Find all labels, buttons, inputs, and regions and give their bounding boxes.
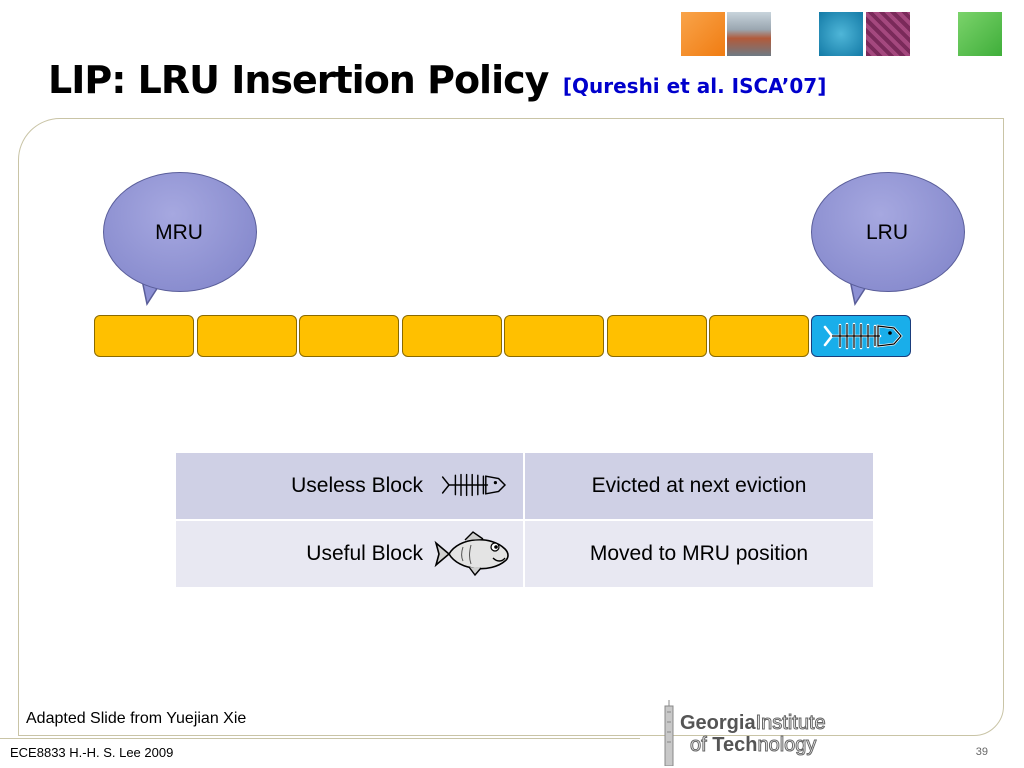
logo-word-institute: Institute (755, 712, 826, 735)
logo-line-2: of Technology (689, 734, 817, 757)
useful-block-action: Moved to MRU position (524, 520, 873, 587)
logo-tower-mark (664, 700, 674, 766)
decor-photo-campus (727, 12, 771, 56)
cache-block (299, 315, 399, 357)
cache-block-lru (811, 315, 911, 357)
fish-icon (434, 531, 509, 577)
content-panel (18, 118, 1004, 736)
slide-title-row: LIP: LRU Insertion Policy [Qureshi et al… (48, 58, 826, 102)
cache-block (197, 315, 297, 357)
logo-word-georgia: Georgia (680, 712, 756, 734)
decor-square-teal (819, 12, 863, 56)
legend-row-useful: Useful Block Moved to MRU position (176, 520, 873, 587)
fish-skeleton-icon (823, 322, 903, 350)
mru-bubble (103, 172, 257, 292)
decor-square-orange (681, 12, 725, 56)
cache-block (504, 315, 604, 357)
legend-cell-block: Useless Block (176, 453, 525, 521)
fish-skeleton-icon (441, 473, 507, 497)
logo-word-tech: Tech (712, 734, 758, 756)
logo-line-1: GeorgiaInstitute (680, 712, 826, 735)
lru-bubble (811, 172, 965, 292)
cache-block (402, 315, 502, 357)
logo-word-nology: nology (757, 734, 817, 757)
mru-label: MRU (155, 221, 203, 244)
credit-note: Adapted Slide from Yuejian Xie (26, 710, 247, 727)
legend-table: Useless Block Evicted at next eviction U… (176, 453, 873, 587)
footer-divider (0, 738, 640, 739)
lru-label: LRU (865, 221, 908, 244)
useful-block-label: Useful Block (306, 542, 423, 565)
slide-title: LIP: LRU Insertion Policy (48, 58, 549, 102)
cache-block (94, 315, 194, 357)
useless-block-label: Useless Block (291, 474, 423, 497)
footer-course: ECE8833 H.-H. S. Lee 2009 (10, 745, 174, 760)
citation: [Qureshi et al. ISCA’07] (562, 74, 827, 98)
cache-block (709, 315, 809, 357)
legend-cell-block: Useful Block (176, 520, 525, 587)
cache-block (607, 315, 707, 357)
logo-word-of: of (689, 734, 713, 757)
georgia-tech-logo: GeorgiaInstitute of Technology (660, 700, 876, 766)
useless-block-action: Evicted at next eviction (524, 453, 873, 521)
legend-row-useless: Useless Block Evicted at next eviction (176, 453, 873, 521)
page-number: 39 (975, 746, 988, 758)
decor-photo-circuit (866, 12, 910, 56)
decor-square-green (958, 12, 1002, 56)
